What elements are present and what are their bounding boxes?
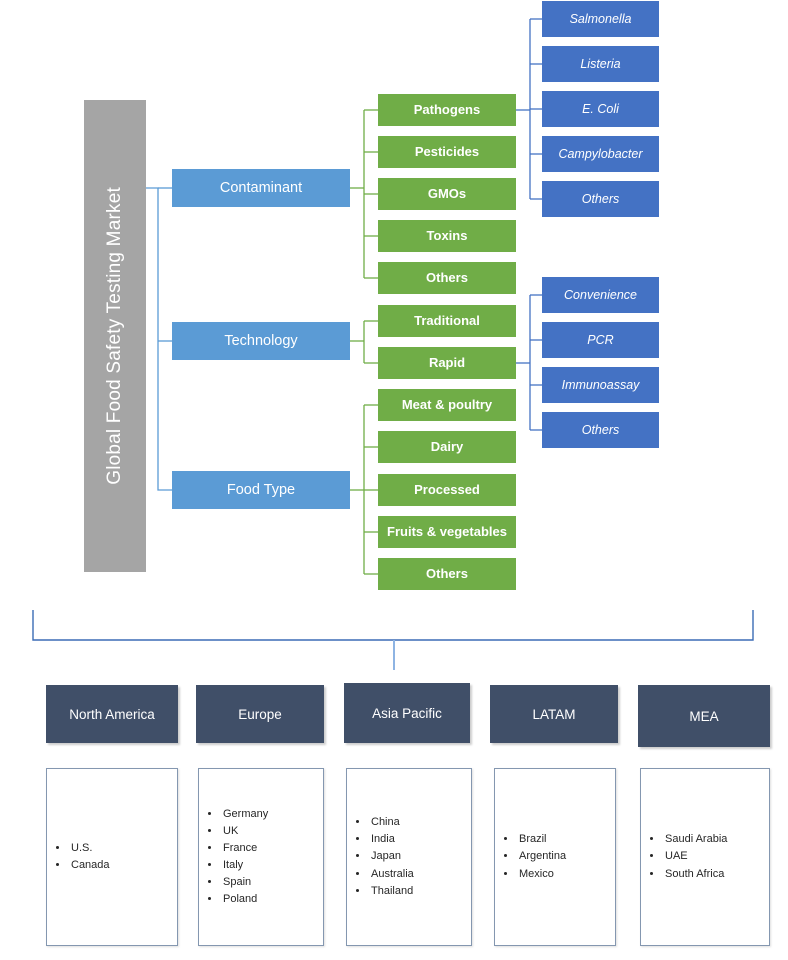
segment-node-food-type[interactable]: Food Type (172, 471, 350, 509)
root-node-global-food-safety-testing-market[interactable]: Global Food Safety Testing Market (84, 100, 146, 572)
list-item: India (369, 831, 414, 848)
list-item: Australia (369, 866, 414, 883)
country-list: China India Japan Australia Thailand (347, 814, 414, 899)
subsegment-label: Others (426, 565, 468, 581)
list-item: Spain (221, 874, 268, 891)
region-country-list-latam: Brazil Argentina Mexico (494, 768, 616, 946)
subsegment-label: Pesticides (414, 143, 480, 159)
subsegment-node-contaminant-others[interactable]: Others (378, 262, 516, 294)
region-country-list-north-america: U.S. Canada (46, 768, 178, 946)
region-header-north-america[interactable]: North America (46, 685, 178, 743)
leaf-label: E. Coli (582, 101, 619, 116)
subsegment-label: Dairy (430, 438, 464, 454)
subsegment-node-traditional[interactable]: Traditional (378, 305, 516, 337)
leaf-label: Convenience (564, 287, 637, 302)
region-header-mea[interactable]: MEA (638, 685, 770, 747)
subsegment-node-food-type-others[interactable]: Others (378, 558, 516, 590)
subsegment-node-meat-and-poultry[interactable]: Meat & poultry (378, 389, 516, 421)
subsegment-label: Others (426, 269, 468, 285)
subsegment-node-fruits-and-vegetables[interactable]: Fruits & vegetables (378, 516, 516, 548)
subsegment-node-rapid[interactable]: Rapid (378, 347, 516, 379)
leaf-label: Salmonella (569, 11, 632, 26)
subsegment-label: Meat & poultry (401, 396, 493, 412)
list-item: UK (221, 823, 268, 840)
region-name: Asia Pacific (372, 705, 442, 721)
region-country-list-asia-pacific: China India Japan Australia Thailand (346, 768, 472, 946)
leaf-label: Others (581, 191, 620, 206)
leaf-node-convenience[interactable]: Convenience (542, 277, 659, 313)
list-item: Italy (221, 857, 268, 874)
region-country-list-mea: Saudi Arabia UAE South Africa (640, 768, 770, 946)
subsegment-node-pathogens[interactable]: Pathogens (378, 94, 516, 126)
list-item: U.S. (69, 840, 110, 857)
leaf-node-pcr[interactable]: PCR (542, 322, 659, 358)
subsegment-label: Rapid (428, 354, 466, 370)
leaf-node-immunoassay[interactable]: Immunoassay (542, 367, 659, 403)
leaf-label: Others (581, 422, 620, 437)
region-header-europe[interactable]: Europe (196, 685, 324, 743)
region-header-latam[interactable]: LATAM (490, 685, 618, 743)
list-item: China (369, 814, 414, 831)
subsegment-node-gmos[interactable]: GMOs (378, 178, 516, 210)
subsegment-label: Fruits & vegetables (387, 523, 507, 539)
subsegment-label: Toxins (426, 227, 468, 243)
subsegment-label: Pathogens (413, 101, 481, 117)
root-node-label: Global Food Safety Testing Market (104, 187, 126, 485)
segment-node-technology[interactable]: Technology (172, 322, 350, 360)
list-item: France (221, 840, 268, 857)
list-item: Germany (221, 806, 268, 823)
leaf-label: Listeria (580, 56, 621, 71)
leaf-node-salmonella[interactable]: Salmonella (542, 1, 659, 37)
leaf-node-rapid-others[interactable]: Others (542, 412, 659, 448)
region-name: North America (69, 706, 155, 722)
list-item: Mexico (517, 866, 566, 883)
leaf-label: Immunoassay (561, 377, 640, 392)
region-name: Europe (238, 706, 282, 722)
subsegment-label: Processed (414, 481, 480, 497)
subsegment-node-dairy[interactable]: Dairy (378, 431, 516, 463)
region-country-list-europe: Germany UK France Italy Spain Poland (198, 768, 324, 946)
segment-label: Food Type (226, 481, 296, 498)
segment-label: Technology (224, 332, 298, 349)
list-item: Saudi Arabia (663, 831, 727, 848)
list-item: South Africa (663, 866, 727, 883)
country-list: U.S. Canada (47, 840, 110, 874)
region-header-asia-pacific[interactable]: Asia Pacific (344, 683, 470, 743)
region-name: LATAM (532, 706, 576, 722)
segment-node-contaminant[interactable]: Contaminant (172, 169, 350, 207)
list-item: UAE (663, 848, 727, 865)
segment-label: Contaminant (219, 179, 303, 196)
subsegment-node-processed[interactable]: Processed (378, 474, 516, 506)
leaf-node-campylobacter[interactable]: Campylobacter (542, 136, 659, 172)
list-item: Poland (221, 891, 268, 908)
leaf-node-pathogens-others[interactable]: Others (542, 181, 659, 217)
leaf-node-e-coli[interactable]: E. Coli (542, 91, 659, 127)
subsegment-node-pesticides[interactable]: Pesticides (378, 136, 516, 168)
country-list: Saudi Arabia UAE South Africa (641, 831, 727, 882)
list-item: Brazil (517, 831, 566, 848)
list-item: Thailand (369, 883, 414, 900)
list-item: Argentina (517, 848, 566, 865)
region-name: MEA (689, 708, 719, 724)
list-item: Japan (369, 848, 414, 865)
subsegment-label: GMOs (427, 185, 467, 201)
subsegment-node-toxins[interactable]: Toxins (378, 220, 516, 252)
country-list: Germany UK France Italy Spain Poland (199, 806, 268, 908)
subsegment-label: Traditional (414, 312, 480, 328)
leaf-label: Campylobacter (558, 146, 643, 161)
leaf-label: PCR (587, 332, 614, 347)
leaf-node-listeria[interactable]: Listeria (542, 46, 659, 82)
country-list: Brazil Argentina Mexico (495, 831, 566, 882)
list-item: Canada (69, 857, 110, 874)
